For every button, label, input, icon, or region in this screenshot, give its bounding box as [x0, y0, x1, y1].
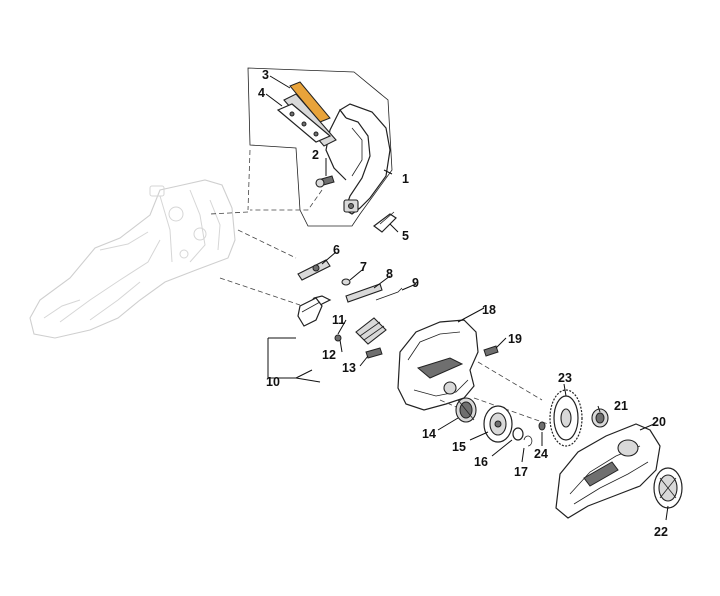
callout-22: 22 [654, 525, 668, 539]
outer-cover-part [555, 423, 661, 519]
part-1-group-bracket [247, 67, 393, 227]
callout-5: 5 [402, 229, 409, 243]
callout-9: 9 [412, 276, 419, 290]
callout-19: 19 [508, 332, 522, 346]
callout-7: 7 [360, 260, 367, 274]
part-9-spring [375, 287, 403, 301]
part-17-clip [523, 435, 533, 447]
callout-labels: 1 2 3 4 5 6 7 8 9 10 11 12 13 14 15 16 1… [258, 68, 668, 539]
part-6-lever [297, 259, 331, 281]
callout-12: 12 [322, 348, 336, 362]
part-5-clip [373, 211, 397, 233]
part-19-screw [483, 345, 499, 357]
callout-13: 13 [342, 361, 356, 375]
callout-10: 10 [266, 375, 280, 389]
callout-24: 24 [534, 447, 548, 461]
part-22-cap [653, 467, 683, 509]
callout-8: 8 [386, 267, 393, 281]
callout-23: 23 [558, 371, 572, 385]
callout-15: 15 [452, 440, 466, 454]
assembly-lines-top [209, 149, 323, 306]
part-8-pin [345, 283, 383, 303]
part-14-clutch [455, 397, 477, 423]
part-4-plate [276, 103, 332, 143]
callout-3: 3 [262, 68, 269, 82]
callout-14: 14 [422, 427, 436, 441]
callout-2: 2 [312, 148, 319, 162]
part-2-screw [315, 175, 335, 188]
part-15-drum [483, 405, 513, 443]
callout-11: 11 [332, 313, 345, 327]
leader-lines [265, 75, 669, 521]
callout-16: 16 [474, 455, 488, 469]
callout-21: 21 [614, 399, 628, 413]
part-10-bracket [267, 337, 321, 383]
callout-17: 17 [514, 465, 528, 479]
callout-20: 20 [652, 415, 666, 429]
part-24-pin [538, 421, 546, 431]
part-21-nut [591, 408, 609, 428]
callout-6: 6 [333, 243, 340, 257]
handlebar-part [325, 103, 391, 215]
callout-1: 1 [402, 172, 409, 186]
saw-body-outline [29, 179, 236, 339]
part-23-gear [549, 389, 583, 447]
part-16-washer [512, 427, 524, 441]
callout-18: 18 [482, 303, 496, 317]
sprocket-cover-part [397, 319, 479, 411]
callout-4: 4 [258, 86, 265, 100]
part-7-bushing [341, 278, 351, 286]
brake-band-part [297, 295, 387, 359]
